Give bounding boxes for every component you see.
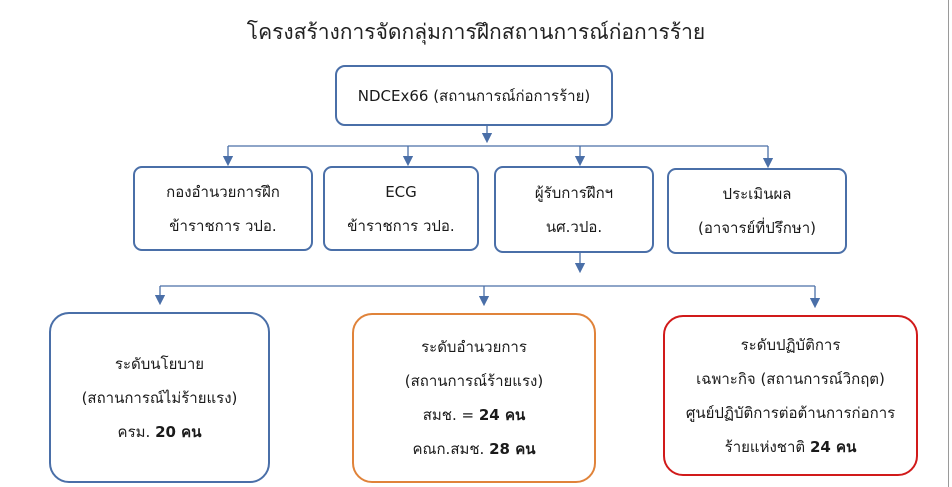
level-command: ระดับอำนวยการ (สถานการณ์ร้ายแรง) สมช. = … [352, 313, 596, 483]
level-subtitle: (สถานการณ์ไม่ร้ายแรง) [81, 388, 238, 407]
node-title: ECG [385, 182, 417, 201]
count-label: คณก.สมช. [412, 440, 485, 458]
level-title: ระดับปฏิบัติการ [740, 335, 841, 354]
level-title: ระดับนโยบาย [114, 354, 205, 373]
count-value: 28 คน [489, 440, 536, 458]
level-operations: ระดับปฏิบัติการ เฉพาะกิจ (สถานการณ์วิกฤต… [663, 315, 918, 476]
node-subtitle: ข้าราชการ วปอ. [347, 216, 455, 235]
node-trainees: ผู้รับการฝึกฯ นศ.วปอ. [494, 166, 654, 253]
node-subtitle: นศ.วปอ. [545, 217, 603, 236]
level-count-line: ครม. 20 คน [118, 415, 202, 449]
frame-edge [948, 0, 949, 487]
root-label: NDCEx66 (สถานการณ์ก่อการร้าย) [357, 86, 591, 105]
count-label: ครม. [117, 422, 151, 441]
node-subtitle: (อาจารย์ที่ปรึกษา) [697, 219, 817, 237]
count-value: 20 คน [155, 422, 202, 441]
level-title: ระดับอำนวยการ [421, 338, 527, 356]
node-title: ผู้รับการฝึกฯ [534, 183, 614, 202]
diagram-title: โครงสร้างการจัดกลุ่มการฝึกสถานการณ์ก่อกา… [246, 20, 706, 44]
count-label: ร้ายแห่งชาติ [724, 437, 806, 456]
level-count-line-2: คณก.สมช. 28 คน [413, 432, 536, 466]
node-training-command: กองอำนวยการฝึก ข้าราชการ วปอ. [133, 166, 313, 251]
count-value: 24 คน [478, 406, 526, 424]
node-title: ประเมินผล [722, 185, 792, 203]
node-evaluation: ประเมินผล (อาจารย์ที่ปรึกษา) [667, 168, 847, 254]
node-title: กองอำนวยการฝึก [166, 182, 280, 201]
node-subtitle: ข้าราชการ วปอ. [169, 216, 277, 235]
node-ecg: ECG ข้าราชการ วปอ. [323, 166, 479, 251]
level-subtitle: (สถานการณ์ร้ายแรง) [404, 372, 544, 390]
level-policy: ระดับนโยบาย (สถานการณ์ไม่ร้ายแรง) ครม. 2… [49, 312, 270, 483]
level-subtitle: เฉพาะกิจ (สถานการณ์วิกฤต) [696, 369, 885, 388]
count-value: 24 คน [809, 437, 857, 456]
level-count-line: ร้ายแห่งชาติ 24 คน [725, 430, 857, 464]
count-label: สมช. = [422, 406, 475, 424]
root-node: NDCEx66 (สถานการณ์ก่อการร้าย) [335, 65, 613, 126]
level-description: ศูนย์ปฏิบัติการต่อต้านการก่อการ [685, 403, 896, 422]
level-count-line-1: สมช. = 24 คน [423, 398, 526, 432]
